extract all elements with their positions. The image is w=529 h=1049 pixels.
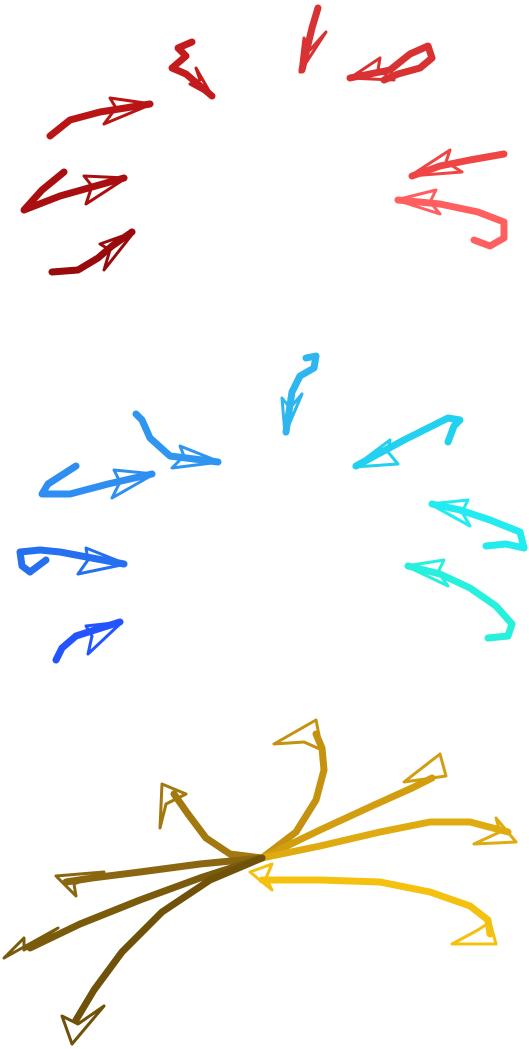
red-arrow-top-center [298, 4, 328, 74]
gold-arrow-to-right-head [472, 816, 518, 846]
blue-arrow-left-lower-head [84, 620, 124, 656]
gold-arrow-to-bottom-left [60, 854, 266, 1046]
red-arrow-top-right-loop-head [348, 56, 396, 82]
blue-arrow-left-lower-stroke [52, 618, 124, 664]
gold-arrow-to-right-stroke [258, 818, 512, 862]
red-arrow-right-lower-hook-head [394, 188, 442, 216]
red-arrow-left-middle-head [82, 174, 128, 206]
blue-arrow-top-center-curl-stroke [282, 352, 320, 436]
blue-arrow-group [16, 352, 528, 664]
gold-arrow-to-far-left-head [2, 926, 60, 960]
gold-arrow-to-bottom-left-stroke [72, 854, 266, 1024]
red-arrow-top-left-curl-stroke [168, 38, 216, 100]
red-arrow-right-upper-stroke [408, 150, 508, 180]
gold-arrow-to-left-head [54, 870, 106, 898]
red-arrow-top-center-stroke [298, 4, 322, 74]
red-arrow-group [20, 4, 508, 276]
red-arrow-top-left-curl-head [188, 66, 214, 98]
blue-arrow-left-upper-stroke [38, 462, 156, 498]
red-arrow-right-upper [408, 148, 508, 180]
red-arrow-left-middle-stroke [20, 168, 128, 214]
gold-arrow-to-lower-right-head [450, 920, 498, 946]
red-arrow-top-center-head [298, 30, 328, 74]
gold-arrow-to-upper-right-head [402, 752, 448, 784]
cyan-arrow-right-upper-hook [428, 498, 528, 552]
cyan-arrow-right-upper-hook-stroke [428, 500, 528, 552]
blue-arrow-top-left-hook-stroke [132, 410, 222, 466]
gold-arrow-to-lower-right-tail-head [248, 862, 274, 892]
cyan-arrow-right-lower-hook [404, 558, 516, 642]
blue-arrow-left-middle-loop [16, 546, 128, 576]
red-arrow-left-upper [46, 96, 154, 140]
blue-arrow-top-right-stroke [352, 414, 464, 470]
gold-arrow-to-upper-right [258, 752, 448, 862]
red-arrow-top-left-curl [168, 38, 216, 100]
blue-arrow-top-center-curl-head [280, 392, 304, 436]
gold-arrow-to-upper-left-head [158, 782, 188, 830]
red-arrow-right-lower-hook-stroke [394, 196, 508, 250]
gold-arrow-to-right [258, 816, 518, 862]
red-arrow-left-lower-head [98, 230, 136, 272]
red-arrow-left-middle [20, 168, 128, 214]
red-arrow-left-lower [48, 228, 136, 276]
blue-arrow-left-middle-loop-stroke [16, 546, 128, 576]
gold-arrow-to-bottom-left-head [60, 1004, 106, 1046]
red-arrow-top-right-loop-stroke [346, 42, 436, 84]
blue-arrow-top-left-hook [132, 410, 222, 470]
cyan-arrow-right-lower-hook-stroke [404, 562, 516, 642]
gold-arrow-to-lower-right-stroke [258, 876, 494, 938]
gold-arrow-group [2, 718, 518, 1046]
gold-arrow-to-far-left [2, 854, 266, 960]
blue-arrow-left-upper-head [110, 468, 156, 500]
blue-arrow-top-right [352, 414, 464, 470]
blue-arrow-left-middle-loop-head [76, 546, 128, 576]
blue-arrow-top-right-head [352, 438, 400, 469]
red-arrow-right-upper-head [408, 148, 464, 178]
gold-arrow-to-top [258, 718, 328, 862]
red-arrow-right-lower-hook [394, 188, 508, 250]
gold-arrow-to-far-left-stroke [26, 854, 266, 952]
gold-arrow-to-left [54, 854, 266, 898]
cyan-arrow-right-lower-hook-head [404, 558, 450, 588]
red-arrow-left-upper-head [102, 96, 154, 126]
cyan-arrow-right-upper-hook-head [428, 498, 472, 528]
red-arrow-left-lower-stroke [48, 228, 136, 276]
blue-arrow-left-lower [52, 618, 124, 664]
blue-arrow-top-left-hook-head [170, 444, 222, 470]
red-arrow-top-right-loop [346, 42, 436, 84]
gold-arrow-to-top-head [272, 718, 324, 752]
blue-arrow-top-center-curl [280, 352, 320, 436]
gold-arrow-to-lower-right [248, 862, 498, 946]
gold-arrow-to-upper-left [158, 782, 266, 862]
gold-arrow-to-upper-left-stroke [170, 790, 266, 862]
blue-arrow-left-middle-loop-tail [26, 556, 50, 576]
gold-arrow-to-upper-right-stroke [258, 774, 436, 862]
blue-arrow-left-upper [38, 462, 156, 500]
red-arrow-left-upper-stroke [46, 100, 154, 140]
